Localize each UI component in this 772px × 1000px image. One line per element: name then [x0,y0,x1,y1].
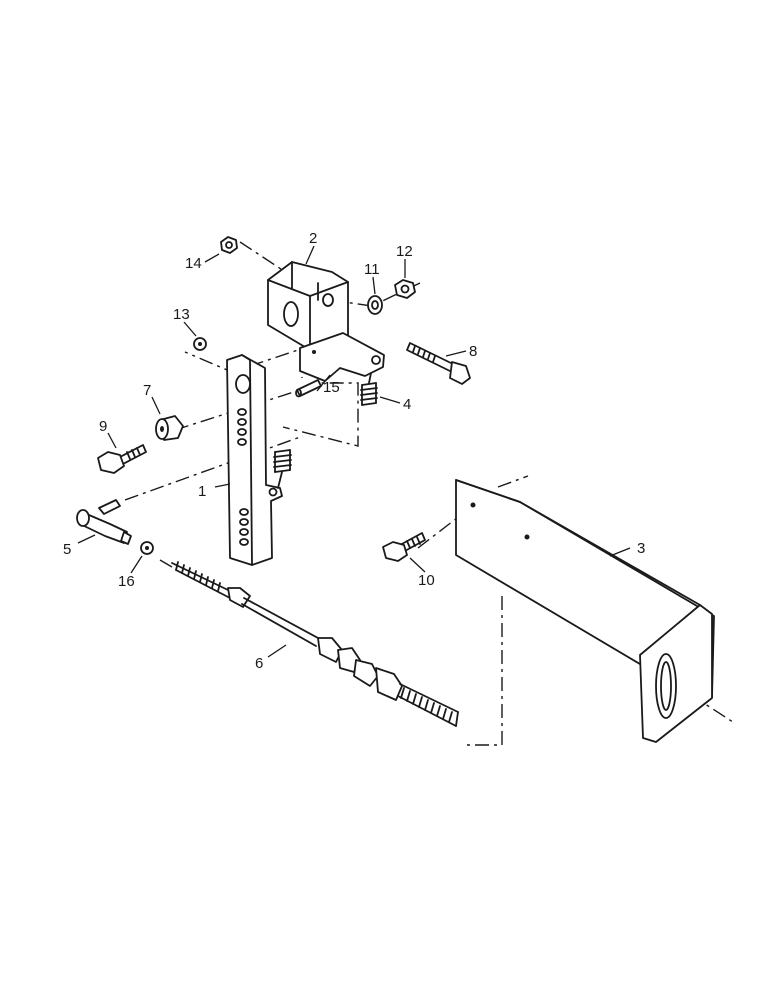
callout-labels: 1 2 3 4 5 6 7 8 9 10 11 12 13 14 15 16 [63,230,645,672]
nut-part-12 [394,279,416,299]
callout-11: 11 [364,261,380,278]
callout-9: 9 [99,418,107,435]
spring-part-4-upper [360,372,378,406]
callout-4: 4 [403,396,411,413]
mounting-bracket-part-3 [455,479,715,743]
leader-lines [77,245,631,658]
callout-16: 16 [118,573,135,590]
callout-10: 10 [418,572,435,589]
callout-8: 8 [469,343,477,360]
callout-14: 14 [185,255,202,272]
roll-pin-part-15 [295,379,322,398]
lever-adjustment-holes [237,408,249,546]
callout-1: 1 [198,483,206,500]
bolt-part-10 [382,532,426,562]
callout-2: 2 [309,230,317,247]
nut-part-14 [220,236,238,254]
callout-13: 13 [173,306,190,323]
nut-part-13 [193,337,207,351]
callout-12: 12 [396,243,413,260]
bolt-part-9 [97,444,147,474]
callout-3: 3 [637,540,645,557]
callout-7: 7 [143,382,151,399]
lever-part-1 [226,354,283,566]
spring-part-4-lower [273,449,292,489]
clamp-block-part-2 [267,261,349,351]
washer-part-11 [367,295,383,315]
bolt-part-8 [406,342,471,385]
actuator-plate-arm [299,332,385,382]
nut-part-16 [140,541,154,555]
callout-5: 5 [63,541,71,558]
control-cable-part-6 [171,561,459,727]
callout-6: 6 [255,655,263,672]
ball-joint-part-5 [76,499,132,545]
spacer-part-7 [155,415,184,441]
callout-15: 15 [323,379,340,396]
